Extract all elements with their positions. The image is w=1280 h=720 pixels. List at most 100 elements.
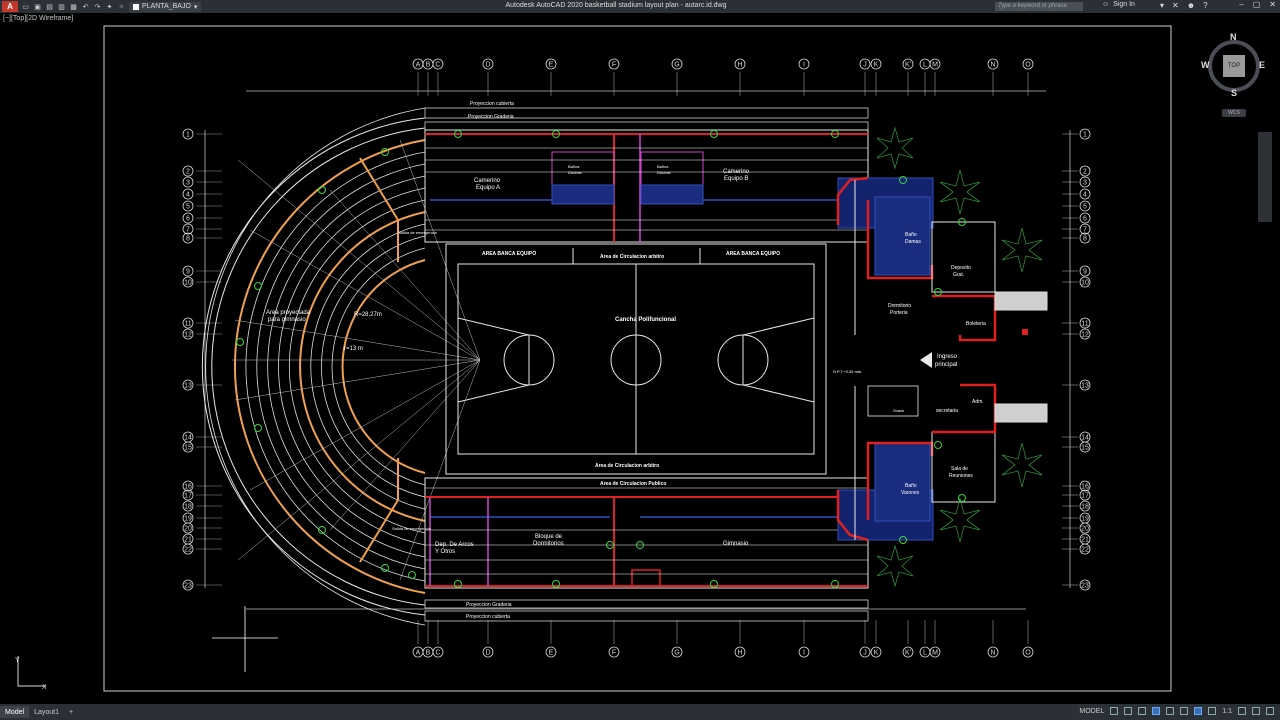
grid-label-row: 6 [186, 216, 190, 223]
radius-r1: R=28.27m [354, 312, 382, 318]
grid-label-col: G [674, 62, 679, 69]
cart-icon[interactable]: ▾ [1160, 1, 1165, 10]
workspace-icon[interactable] [1238, 707, 1246, 715]
user-icon[interactable]: ☻ [1186, 1, 1196, 10]
maximize-icon[interactable]: ▢ [1252, 0, 1261, 9]
layer-name: PLANTA_BAJO [142, 3, 191, 10]
tab-layout1[interactable]: Layout1 [34, 708, 59, 716]
grid-bubble-col [482, 646, 494, 658]
layer-dropdown[interactable]: PLANTA_BAJO ▾ [129, 1, 202, 12]
grid-bubble-row [1079, 543, 1091, 555]
dormitorios-block [424, 477, 869, 622]
grid-label-row: 16 [1081, 484, 1089, 491]
bano-varones-1: Baño [905, 483, 917, 489]
grid-label-col: K' [905, 62, 911, 69]
model-space-button[interactable]: MODEL [1079, 707, 1105, 715]
polar-icon[interactable] [1152, 707, 1161, 715]
grid-bubble-row [182, 522, 194, 534]
tab-model[interactable]: Model [0, 706, 30, 718]
sun-icon[interactable]: ☼ [118, 3, 125, 10]
sign-in-button[interactable]: ☺ Sign In [1102, 1, 1135, 8]
circ-arbitro-bottom: Area de Circulacion arbitro [595, 463, 659, 469]
close-icon[interactable]: ✕ [1269, 0, 1276, 9]
compass-east[interactable]: E [1259, 60, 1266, 70]
open-icon[interactable]: ▣ [34, 3, 41, 11]
grid-label-col: I [803, 650, 805, 657]
deposito-2: Grat. [953, 272, 964, 278]
grid-label-col: A [416, 650, 421, 657]
save-icon[interactable]: ▤ [46, 3, 53, 11]
grid-bubble-col [482, 58, 494, 70]
bloque-2: Dormitorios [533, 541, 564, 547]
otrack-icon[interactable] [1180, 707, 1189, 715]
viewcube-face[interactable]: TOP [1223, 55, 1245, 77]
osnap-icon[interactable] [1166, 707, 1175, 715]
annotation-icon[interactable] [1208, 707, 1217, 715]
grid-label-row: 8 [1083, 236, 1087, 243]
banos-b-2: Duchas [657, 170, 671, 175]
compass-south[interactable]: S [1231, 88, 1238, 98]
grid-label-row: 18 [184, 504, 192, 511]
grid-label-col: M [932, 650, 938, 657]
sala-1: Sala de [951, 466, 968, 472]
navigation-bar[interactable] [1258, 132, 1272, 222]
customize-icon[interactable] [1266, 707, 1274, 715]
viewcube[interactable]: TOP N S E W [1201, 32, 1266, 98]
camerino-a-subtitle: Equipo A [476, 185, 500, 191]
plot-icon[interactable]: ▦ [70, 3, 77, 11]
sala-2: Reuniones [949, 473, 973, 479]
grid-bubble-row [182, 441, 194, 453]
minimize-icon[interactable]: – [1239, 0, 1244, 9]
npt-label: N.P.T.+0.35 mts. [833, 369, 862, 374]
add-layout-button[interactable]: + [69, 708, 74, 716]
grid-bubble-row [182, 276, 194, 288]
compass-west[interactable]: W [1201, 60, 1210, 70]
grid-bubble-col [671, 58, 683, 70]
search-input[interactable]: Type a keyword or phrase [995, 2, 1083, 11]
snap-icon[interactable] [1124, 707, 1133, 715]
grid-bubble-row [1079, 128, 1091, 140]
grid-bubble-row [1079, 176, 1091, 188]
grid-label-col: L [923, 650, 927, 657]
grid-label-col: J [863, 650, 867, 657]
grid-bubble-col [987, 58, 999, 70]
redo-icon[interactable]: ↷ [94, 3, 101, 11]
grid-label-row: 21 [1081, 537, 1089, 544]
grid-bubble-col [545, 646, 557, 658]
bloque-1: Bloque de [535, 534, 563, 540]
grid-label-col: I [803, 62, 805, 69]
grid-bubble-row [182, 543, 194, 555]
fullscreen-icon[interactable] [1252, 707, 1260, 715]
new-icon[interactable]: ▭ [22, 3, 29, 11]
ucs-y-label: Y [15, 657, 20, 664]
grid-bubble-row [1079, 317, 1091, 329]
deposito-1: Deposito [951, 265, 971, 271]
bano-damas-1: Baño [905, 232, 917, 238]
wcs-menu[interactable]: WCS [1222, 109, 1246, 117]
lineweight-icon[interactable] [1194, 707, 1203, 715]
help-icon[interactable]: ? [1203, 1, 1208, 10]
grid-bubble-col [608, 58, 620, 70]
door-tags [236, 130, 966, 588]
grid-label-col: K [874, 650, 879, 657]
compass-north[interactable]: N [1230, 32, 1237, 42]
banos-a-1: Baños [568, 164, 579, 169]
lightbulb-icon[interactable]: ✦ [106, 3, 113, 11]
saveas-icon[interactable]: ▥ [58, 3, 65, 11]
exchange-icon[interactable]: ✕ [1172, 1, 1179, 10]
tree-symbols [876, 126, 1043, 588]
application-menu-button[interactable]: A [2, 1, 18, 12]
grid-icon[interactable] [1110, 707, 1119, 715]
scale-button[interactable]: 1:1 [1222, 707, 1232, 715]
dormitorio-2: Porteria [890, 310, 908, 316]
undo-icon[interactable]: ↶ [82, 3, 89, 11]
compass-ring[interactable] [1208, 40, 1260, 92]
grid-bubble-col [902, 646, 914, 658]
ortho-icon[interactable] [1138, 707, 1147, 715]
grid-bubble-row [1079, 441, 1091, 453]
viewport-controls-label[interactable]: [−][Top][2D Wireframe] [3, 15, 74, 22]
grid-bubble-row [182, 212, 194, 224]
grid-label-row: 3 [1083, 180, 1087, 187]
